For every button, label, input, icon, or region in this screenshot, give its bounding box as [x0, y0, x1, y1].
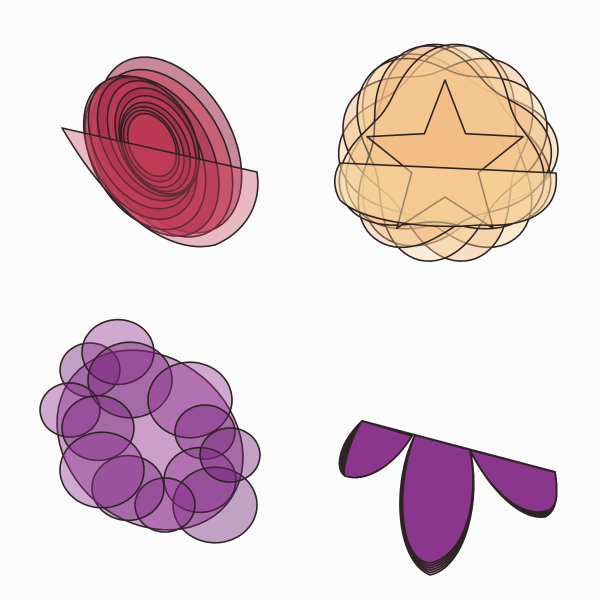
purple-loop-circle [59, 431, 145, 509]
purple-fan-edge-line [361, 420, 556, 473]
crimson-half-disc [61, 127, 259, 248]
purple-loop-circle [134, 477, 196, 533]
purple-loop-circle [172, 466, 258, 544]
purple-loop-circle [81, 318, 155, 386]
purple-loop-spirograph [39, 318, 261, 544]
crimson-spiral-spirograph [61, 56, 259, 248]
purple-loop-body [56, 349, 244, 531]
purple-loop-circle [199, 427, 261, 483]
purple-fan-spirograph [338, 420, 558, 576]
purple-loop-circle [147, 361, 233, 439]
purple-loop-circle [174, 404, 236, 460]
orange-star-spirograph [333, 43, 559, 262]
orange-half-disc [333, 162, 558, 228]
purple-loop-circle [91, 454, 165, 522]
purple-loop-circle [163, 446, 237, 514]
crimson-loop [126, 112, 178, 178]
purple-fan-middle-petal [401, 434, 474, 564]
purple-loop-circle [39, 382, 101, 438]
purple-fan-right-petal [469, 449, 558, 513]
purple-loop-circle [61, 394, 135, 462]
purple-fan-left-petal [343, 420, 413, 479]
